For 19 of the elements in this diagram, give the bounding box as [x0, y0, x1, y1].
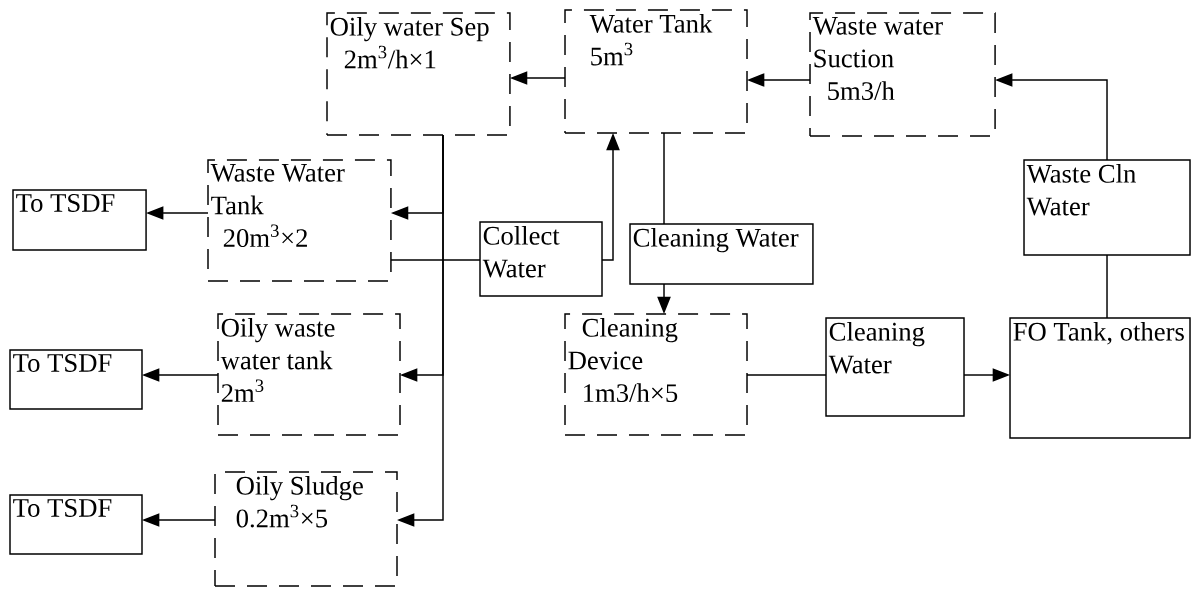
process-box: Oily water Sep 2m$^{3}$/h×1 [326, 12, 511, 136]
connector-line [746, 374, 827, 376]
process-box: To TSDF [9, 349, 143, 410]
process-box: Oily waste water tank 2m$^{3}$ [217, 313, 401, 436]
process-box: Waste water Suction 5m3/h [809, 12, 996, 137]
process-box: To TSDF [9, 494, 143, 555]
process-box: Oily Sludge 0.2m$^{3}$×5 [214, 471, 398, 587]
process-box: Water Tank 5m$^{3}$ [564, 9, 748, 134]
process-box: To TSDF [12, 189, 147, 251]
process-box: Cleaning Device 1m3/h×5 [564, 313, 748, 436]
connector-line [390, 259, 481, 261]
process-box: Cleaning Water [629, 223, 814, 285]
process-box: Cleaning Water [825, 317, 965, 417]
process-box: Waste Water Tank 20m$^{3}$×2 [207, 159, 392, 282]
connector-line [1106, 254, 1108, 319]
process-box: FO Tank, others [1009, 317, 1191, 439]
process-box: Waste Cln Water [1023, 159, 1191, 256]
connector-line [663, 132, 665, 225]
process-box: Collect Water [479, 221, 603, 297]
